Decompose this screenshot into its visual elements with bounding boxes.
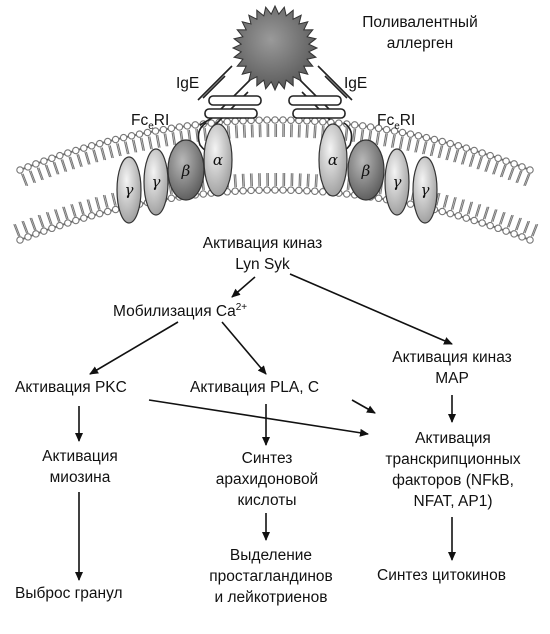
- beta-label: β: [361, 162, 371, 180]
- alpha-subunit: [318, 123, 348, 197]
- fceri-label-right: FceRI: [377, 112, 416, 133]
- ige-right-chains: [288, 65, 353, 154]
- arrow-ca-to-pla: [221, 321, 267, 375]
- cell-membrane: [13, 116, 539, 244]
- gamma-subunit: [412, 156, 438, 224]
- prostaglandin-release-node: Выделение простагландинов и лейкотриенов: [209, 547, 333, 606]
- allergen-label: Поливалентный аллерген: [362, 14, 478, 52]
- ige-label-left: IgE: [176, 75, 200, 92]
- allergen-star-icon: [231, 4, 319, 92]
- granule-release-node: Выброс гранул: [15, 585, 123, 602]
- gamma-subunit: [116, 156, 142, 224]
- calcium-mobilization-node: Мобилизация Ca2+: [113, 302, 248, 321]
- pkc-activation-node: Активация PKC: [15, 379, 127, 396]
- ige-label-right: IgE: [344, 75, 368, 92]
- alpha-label: α: [328, 151, 338, 169]
- fceri-left-receptor: [116, 123, 233, 224]
- pla-activation-node: Активация PLA, C: [190, 379, 320, 396]
- transcription-factors-node: Активация транскрипционных факторов (NFk…: [385, 430, 521, 510]
- arrow-pkc-to-tf: [148, 399, 369, 437]
- beta-label: β: [181, 162, 191, 180]
- beta-subunit: [347, 139, 385, 201]
- map-kinase-node: Активация киназ MAP: [392, 349, 512, 387]
- gamma-label: γ: [152, 173, 161, 191]
- gamma-label: γ: [393, 173, 402, 191]
- arrow-pla-to-tf: [351, 399, 376, 414]
- alpha-subunit: [203, 123, 233, 197]
- kinase-lyn-syk-node: Активация киназ Lyn Syk: [202, 235, 323, 273]
- fceri-label-left: FceRI: [131, 112, 170, 133]
- alpha-label: α: [213, 151, 223, 169]
- gamma-subunit: [143, 148, 169, 216]
- arrow-kinase-to-ca: [231, 276, 256, 298]
- myosin-activation-node: Активация миозина: [42, 448, 118, 486]
- arrow-ca-to-pkc: [89, 321, 179, 375]
- gamma-label: γ: [421, 181, 430, 199]
- gamma-subunit: [384, 148, 410, 216]
- arrow-kinase-to-map: [289, 273, 453, 345]
- arachidonic-acid-node: Синтез арахидоновой кислоты: [215, 450, 319, 509]
- cytokine-synthesis-node: Синтез цитокинов: [377, 567, 506, 584]
- fceri-right-receptor: [318, 123, 438, 224]
- gamma-label: γ: [125, 181, 134, 199]
